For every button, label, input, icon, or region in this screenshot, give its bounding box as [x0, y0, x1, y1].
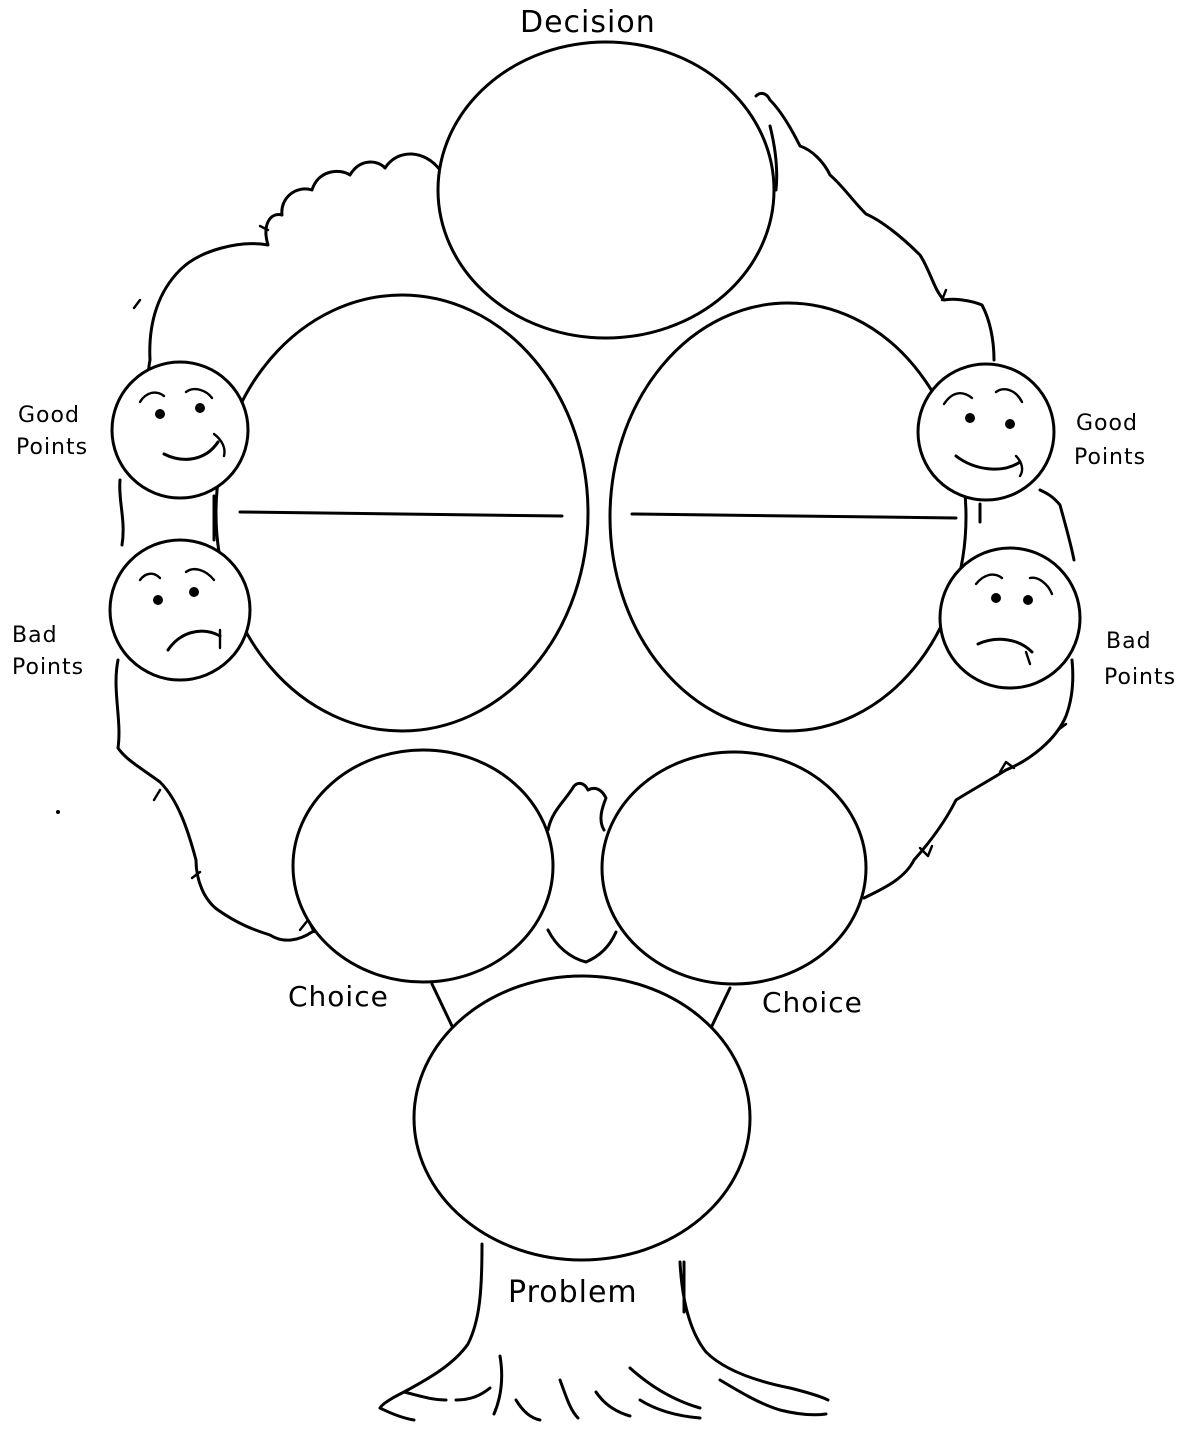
- bad-points-right-label-line2: Points: [1104, 665, 1176, 690]
- bad-points-left-label-line2: Points: [12, 655, 84, 680]
- choice-left-label: Choice: [288, 980, 389, 1013]
- good-points-left-label-line1: Good: [18, 403, 80, 428]
- good-points-left-label-line2: Points: [16, 435, 88, 460]
- trunk-upper: [548, 783, 606, 830]
- good-points-right-label-line1: Good: [1076, 411, 1138, 436]
- sad-face-icon: [940, 548, 1080, 688]
- problem-bubble[interactable]: [414, 976, 750, 1260]
- sad-face-icon: [110, 540, 250, 680]
- good-points-right-label-line2: Points: [1074, 445, 1146, 470]
- trunk-lower: [380, 1244, 828, 1408]
- happy-face-icon: [918, 364, 1054, 500]
- branch-left: [432, 984, 452, 1026]
- bad-points-left-label-line1: Bad: [12, 623, 58, 648]
- choice-left-bubble[interactable]: [293, 750, 553, 982]
- stray-mark: [56, 810, 60, 814]
- choice-right-label: Choice: [762, 986, 863, 1019]
- problem-label: Problem: [508, 1275, 638, 1310]
- happy-face-icon: [112, 362, 248, 498]
- decision-bubble[interactable]: [438, 42, 774, 338]
- choice-right-bubble[interactable]: [602, 752, 866, 984]
- branch-right: [710, 988, 730, 1030]
- decision-label: Decision: [520, 5, 656, 40]
- bad-points-right-label-line1: Bad: [1106, 629, 1152, 654]
